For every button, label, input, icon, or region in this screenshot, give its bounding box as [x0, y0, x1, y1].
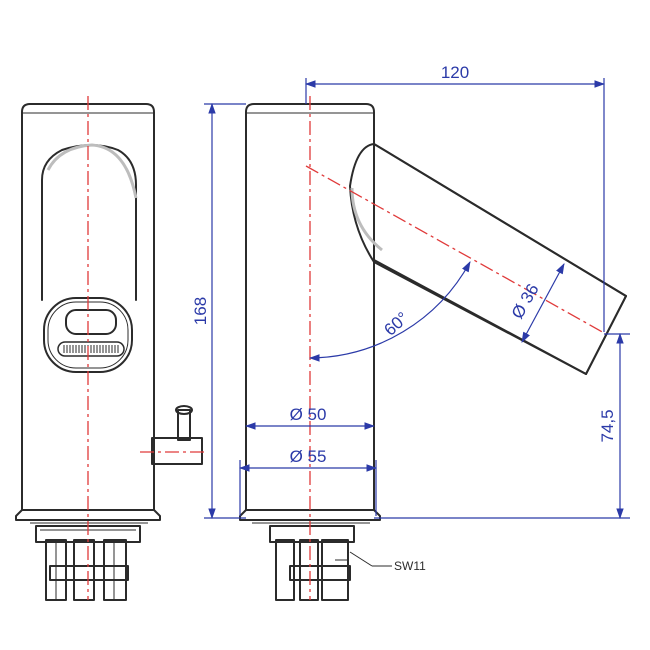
side-lever-pin-top [175, 405, 193, 415]
side-lever-pin [177, 409, 191, 441]
dim-reach-label: 120 [441, 63, 469, 82]
side-lever-body [151, 437, 203, 465]
side-hose-left [275, 539, 295, 601]
front-threaded-rod [73, 539, 95, 601]
front-body-outline [21, 103, 155, 511]
sensor-lens [65, 309, 117, 335]
front-hose-right [103, 539, 127, 601]
front-base-flange [15, 509, 161, 521]
wrench-size-callout: SW11 [349, 551, 426, 573]
side-view [239, 96, 627, 601]
dim-height-label: 168 [191, 297, 210, 325]
spout-inner-highlight [350, 187, 383, 252]
dim-spout-diameter-line [521, 263, 565, 343]
dim-base-diameter-label: Ø 55 [290, 447, 327, 466]
side-body-outline [245, 103, 375, 511]
side-clamp [289, 565, 351, 581]
dim-spout-height-label: 74,5 [598, 409, 617, 442]
dim-body-diameter-label: Ø 50 [290, 405, 327, 424]
front-clamp [49, 565, 129, 581]
dim-angle-arc [308, 261, 471, 362]
wrench-size-label: SW11 [394, 559, 426, 573]
side-mount-nut [269, 525, 355, 543]
front-view [15, 96, 206, 601]
side-hose-right [321, 539, 349, 601]
front-spout-opening [41, 144, 137, 301]
dim-angle-label: 60° [380, 308, 412, 339]
front-spout-highlight [46, 143, 138, 199]
dimensions: 120 168 74,5 Ø 50 Ø 55 Ø 36 60° [191, 63, 630, 520]
side-threaded-rod [299, 539, 319, 601]
